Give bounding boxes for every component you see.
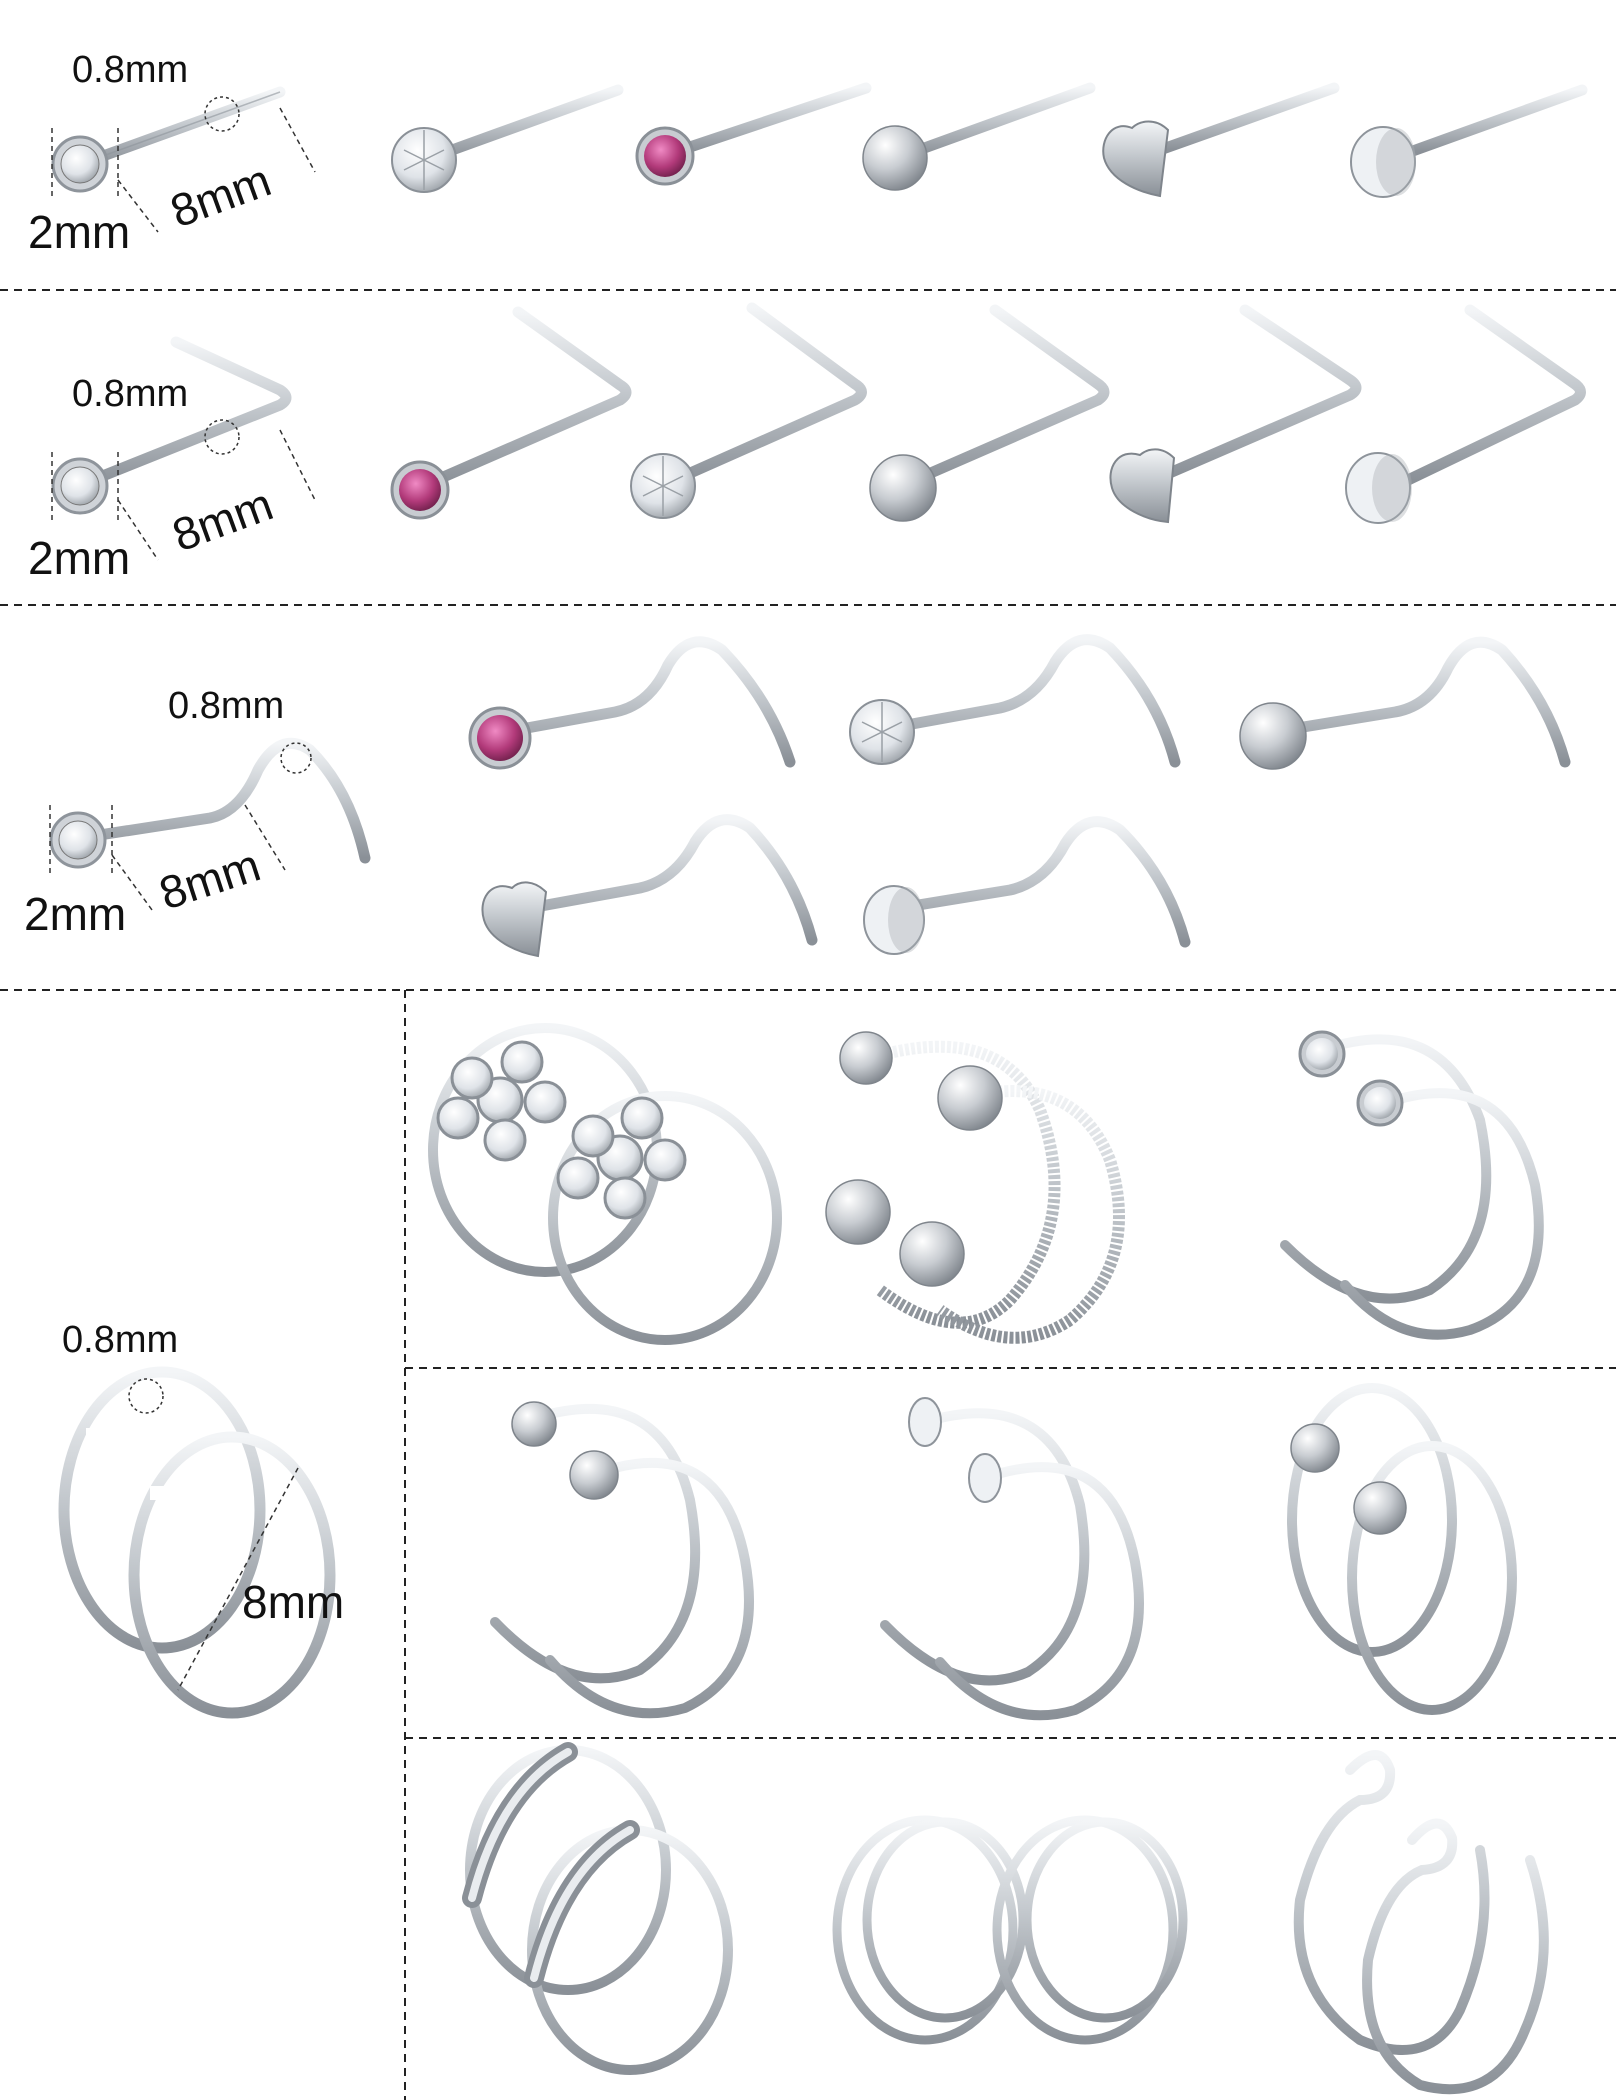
gauge-label: 0.8mm xyxy=(168,685,284,727)
l-shape-stud-flat-disc xyxy=(1345,304,1586,524)
l-shape-stud-pink-gem xyxy=(390,306,632,520)
straight-stud-clear-gem xyxy=(391,84,624,193)
head-label: 2mm xyxy=(28,206,130,258)
spiral-double-hoops xyxy=(832,1815,1188,2045)
screw-stud-clear-gem xyxy=(849,634,1181,768)
straight-stud-row: 0.8mm 2mm 8mm xyxy=(28,49,1588,258)
screw-stud-sample: 0.8mm 2mm 8mm xyxy=(24,685,371,940)
screw-stud-pink-gem xyxy=(468,636,796,770)
flower-gem-hoops xyxy=(428,1023,782,1345)
length-label: 8mm xyxy=(242,1576,344,1628)
bar-double-hoops xyxy=(462,1742,733,2075)
straight-stud-sample: 0.8mm 2mm 8mm xyxy=(28,49,316,258)
l-shape-stud-ball xyxy=(869,304,1110,522)
ball-end-double-hoops xyxy=(1287,1383,1517,1715)
gauge-label: 0.8mm xyxy=(72,49,188,91)
gauge-label: 0.8mm xyxy=(72,373,188,415)
length-label: 8mm xyxy=(153,838,266,919)
l-shape-stud-sample: 0.8mm 2mm 8mm xyxy=(28,336,316,584)
straight-stud-ball xyxy=(862,82,1096,191)
hoop-sample: 0.8mm 8mm xyxy=(58,1319,344,1719)
length-label: 8mm xyxy=(166,478,280,562)
section-dividers xyxy=(0,289,1616,2100)
screw-stud-row: 0.8mm 2mm 8mm xyxy=(24,634,1571,958)
l-shape-stud-heart xyxy=(1109,304,1362,524)
straight-stud-flat-disc xyxy=(1350,84,1588,198)
loop-double-hoops xyxy=(1293,1750,1549,2095)
gem-double-hoops xyxy=(1280,1030,1544,1340)
flower-gem-1 xyxy=(436,1040,567,1162)
gauge-label: 0.8mm xyxy=(62,1319,178,1361)
length-label: 8mm xyxy=(164,154,278,238)
ball-double-hoops xyxy=(490,1401,754,1719)
screw-stud-ball xyxy=(1239,636,1571,770)
flower-gem-2 xyxy=(556,1096,687,1220)
flat-double-hoops xyxy=(880,1397,1144,1721)
straight-stud-heart xyxy=(1102,82,1340,198)
head-label: 2mm xyxy=(28,532,130,584)
twisted-ball-hoops xyxy=(825,1031,1125,1344)
l-shape-stud-row: 0.8mm 2mm 8mm xyxy=(28,302,1586,584)
straight-stud-pink-gem xyxy=(635,82,872,186)
head-label: 2mm xyxy=(24,888,126,940)
l-shape-stud-clear-gem xyxy=(630,302,867,519)
screw-stud-flat-disc xyxy=(863,816,1191,955)
screw-stud-heart xyxy=(481,814,818,958)
